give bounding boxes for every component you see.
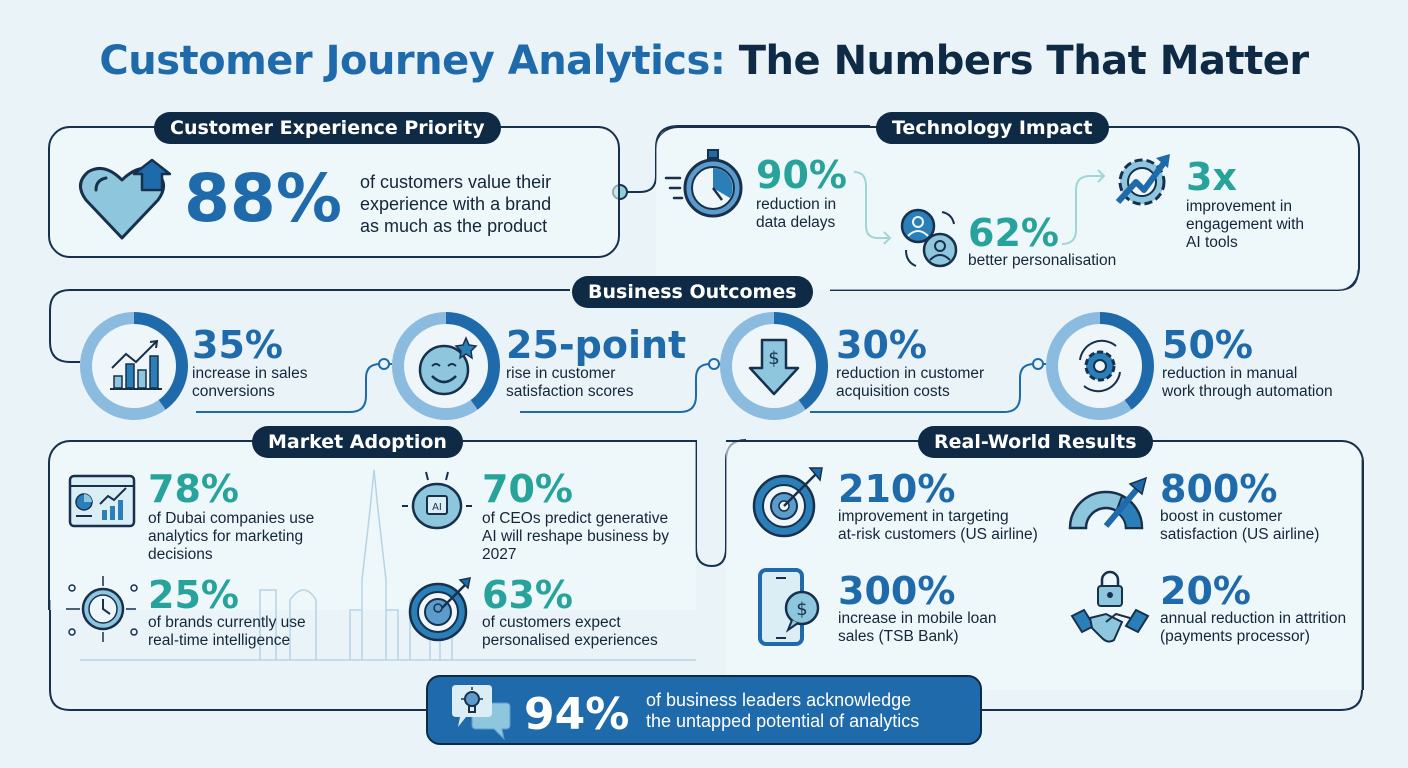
adoption-desc-3: of customers expect personalised experie… <box>482 614 658 649</box>
outcome-desc-0: increase in sales conversions <box>192 365 308 400</box>
result-stat-3: 20% <box>1160 569 1251 613</box>
market-adoption-heading: Market Adoption <box>252 426 463 458</box>
adoption-stat-3: 63% <box>482 573 573 617</box>
cx-priority-heading: Customer Experience Priority <box>154 112 501 144</box>
outcome-ring-0 <box>80 312 188 420</box>
business-outcomes-heading: Business Outcomes <box>572 276 813 308</box>
adoption-stat-2: 25% <box>148 573 239 617</box>
result-desc-3: annual reduction in attrition (payments … <box>1160 610 1347 645</box>
outcome-stat-0: 35% <box>192 323 283 367</box>
target-person-icon <box>408 577 471 642</box>
bar-chart-growth-icon <box>110 339 162 390</box>
tech-desc-1: better personalisation <box>968 252 1117 269</box>
real-world-panel <box>726 440 1364 690</box>
target-arrow-icon <box>752 467 823 538</box>
real-world-heading: Real-World Results <box>918 426 1153 458</box>
tech-stat-1: 62% <box>968 211 1059 255</box>
outcome-desc-3: reduction in manual work through automat… <box>1162 365 1333 400</box>
tech-desc-0: reduction in data delays <box>756 196 837 231</box>
result-stat-1: 800% <box>1160 467 1278 511</box>
page-title: Customer Journey Analytics: The Numbers … <box>99 38 1309 84</box>
svg-text:$: $ <box>796 599 807 620</box>
result-stat-0: 210% <box>838 467 956 511</box>
smiley-star-icon <box>418 336 478 396</box>
outcome-desc-2: reduction in customer acquisition costs <box>836 365 985 400</box>
svg-text:AI: AI <box>432 502 442 513</box>
tech-stat-0: 90% <box>756 153 847 197</box>
outcome-stat-3: 50% <box>1162 323 1253 367</box>
adoption-desc-2: of brands currently use real-time intell… <box>148 614 306 649</box>
adoption-desc-1: of CEOs predict generative AI will resha… <box>482 510 669 563</box>
outcome-ring-3 <box>1046 312 1154 420</box>
tech-stat-2: 3x <box>1186 155 1237 199</box>
outcome-stat-2: 30% <box>836 323 927 367</box>
gear-cycle-icon <box>1079 339 1121 393</box>
ai-brain-icon: AI <box>402 471 472 530</box>
dashboard-icon <box>68 474 136 528</box>
gear-growth-icon <box>1115 154 1170 206</box>
clock-network-icon <box>66 576 138 642</box>
adoption-stat-1: 70% <box>482 467 573 511</box>
market-adoption-panel <box>48 440 696 610</box>
stopwatch-icon <box>664 149 743 218</box>
handshake-lock-icon <box>1070 570 1150 643</box>
dollar-down-arrow-icon: $ <box>748 338 800 396</box>
banner-desc: of business leaders acknowledge the unta… <box>646 690 920 731</box>
result-desc-2: increase in mobile loan sales (TSB Bank) <box>838 610 997 645</box>
tech-impact-heading: Technology Impact <box>876 112 1109 144</box>
gauge-arrow-icon <box>1068 476 1148 530</box>
outcome-stat-1: 25-point <box>506 323 687 367</box>
tech-impact-panel <box>656 126 1360 290</box>
adoption-stat-0: 78% <box>148 467 239 511</box>
adoption-desc-0: of Dubai companies use analytics for mar… <box>148 510 315 563</box>
lightbulb-chat-icon <box>452 685 511 741</box>
outcome-desc-1: rise in customer satisfaction scores <box>506 365 634 400</box>
leaders-banner: 94% of business leaders acknowledge the … <box>426 675 982 745</box>
result-stat-2: 300% <box>838 569 956 613</box>
result-desc-0: improvement in targeting at-risk custome… <box>838 508 1038 543</box>
banner-stat: 94% <box>524 689 630 740</box>
result-desc-1: boost in customer satisfaction (US airli… <box>1160 508 1320 543</box>
mobile-dollar-icon: $ <box>758 568 820 646</box>
users-cycle-icon <box>900 208 958 268</box>
heart-arrow-up-icon <box>79 158 172 240</box>
cx-priority-desc: of customers value their experience with… <box>360 172 552 236</box>
outcome-ring-1 <box>392 312 500 420</box>
tech-desc-2: improvement in engagement with AI tools <box>1186 198 1305 251</box>
cx-priority-stat: 88% <box>184 160 342 237</box>
outcome-ring-2: $ <box>720 312 828 420</box>
svg-text:$: $ <box>768 348 779 369</box>
